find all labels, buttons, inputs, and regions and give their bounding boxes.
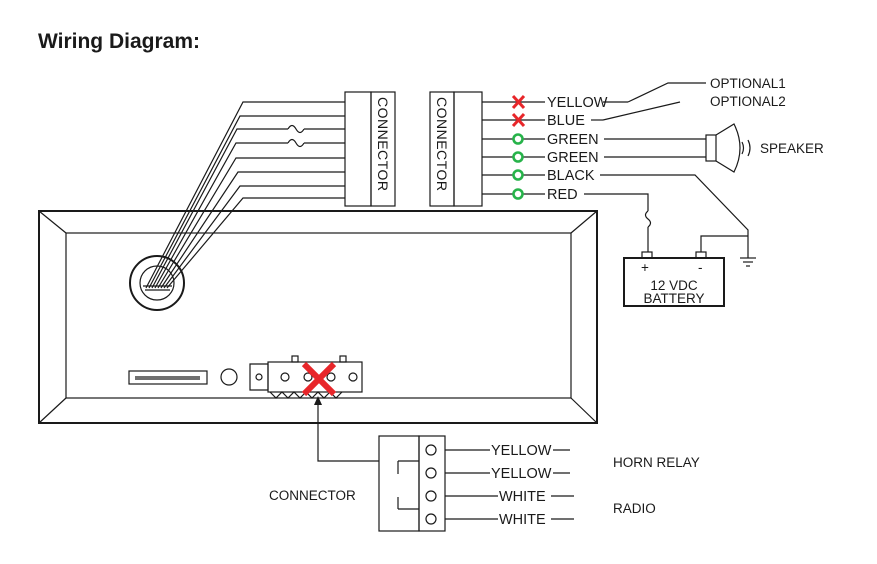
wire-label-yellow: YELLOW xyxy=(547,95,608,111)
lower-wire-label-white-1: WHITE xyxy=(499,489,546,505)
lower-wire-yellow-2: YELLOW xyxy=(445,466,570,482)
wire-label-blue: BLUE xyxy=(547,113,585,129)
battery-icon: + - 12 VDC BATTERY xyxy=(623,235,748,307)
lower-wire-yellow-1: YELLOW xyxy=(445,443,570,459)
o-mark-icon xyxy=(512,169,524,181)
radio-label: RADIO xyxy=(613,501,656,516)
terminal-block xyxy=(249,355,363,399)
o-mark-icon xyxy=(512,188,524,200)
horn-relay-label: HORN RELAY xyxy=(613,455,700,470)
o-mark-icon xyxy=(512,151,524,163)
x-mark-icon xyxy=(301,361,337,397)
connector-left-label: CONNECTOR xyxy=(375,97,391,191)
connector-right: CONNECTOR xyxy=(429,91,483,207)
upper-wire-yellow: YELLOW xyxy=(482,94,628,111)
speaker-icon: SPEAKER xyxy=(705,123,824,173)
lower-wire-label-white-2: WHITE xyxy=(499,512,546,528)
battery-label: BATTERY xyxy=(643,291,704,306)
wire-label-red: RED xyxy=(547,187,578,203)
cable-grommet xyxy=(129,255,185,311)
x-mark-icon xyxy=(511,112,526,128)
lower-lead xyxy=(314,396,379,462)
lower-wire-white-1: WHITE xyxy=(445,489,574,505)
connector-right-label: CONNECTOR xyxy=(434,97,450,191)
x-mark-icon xyxy=(511,94,526,110)
battery-minus: - xyxy=(698,260,703,275)
lower-wire-label-yellow-2: YELLOW xyxy=(491,466,552,482)
o-mark-icon xyxy=(512,133,524,145)
upper-wire-blue: BLUE xyxy=(482,112,603,129)
diagram-title: Wiring Diagram: xyxy=(38,30,200,53)
upper-wire-red: RED xyxy=(482,187,652,252)
lower-connector-label: CONNECTOR xyxy=(269,488,356,503)
upper-wire-green-1: GREEN xyxy=(482,132,706,148)
led-indicator xyxy=(220,368,238,386)
optional2-label: OPTIONAL2 xyxy=(710,94,786,109)
ground-icon xyxy=(740,257,756,267)
connector-left: CONNECTOR xyxy=(344,91,396,207)
speaker-label: SPEAKER xyxy=(760,141,824,156)
wire-label-green-2: GREEN xyxy=(547,150,599,166)
battery-voltage: 12 VDC xyxy=(650,278,698,293)
lower-wire-white-2: WHITE xyxy=(445,512,574,528)
lower-wire-label-yellow-1: YELLOW xyxy=(491,443,552,459)
wire-label-black: BLACK xyxy=(547,168,595,184)
card-slot xyxy=(128,370,208,385)
battery-plus: + xyxy=(641,260,649,275)
optional-leads: OPTIONAL1 OPTIONAL2 xyxy=(602,76,786,121)
harness-bundle xyxy=(143,101,345,291)
wire-label-green-1: GREEN xyxy=(547,132,599,148)
optional1-label: OPTIONAL1 xyxy=(710,76,786,91)
upper-wire-green-2: GREEN xyxy=(482,150,706,166)
upper-wire-black: BLACK xyxy=(482,168,749,258)
connector-lower: CONNECTOR xyxy=(269,435,446,532)
